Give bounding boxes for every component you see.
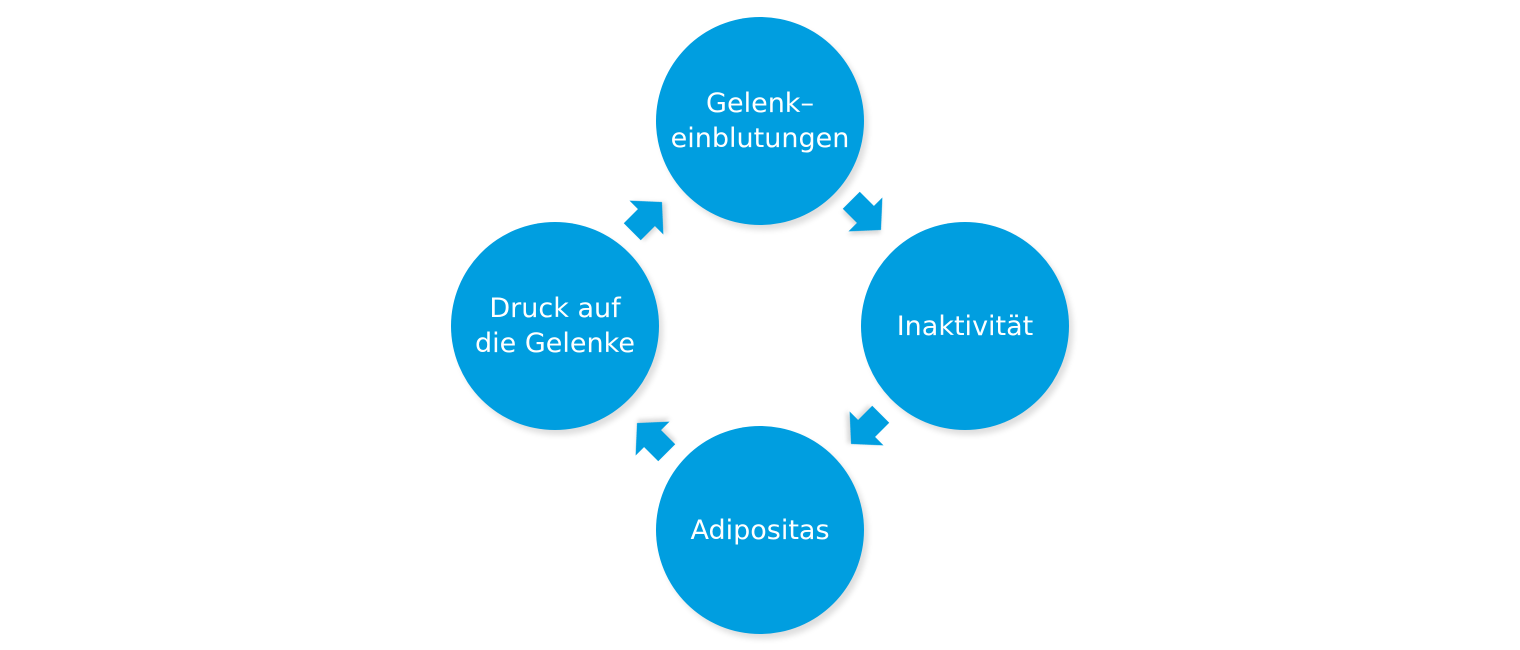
node-label: Adipositas bbox=[690, 514, 830, 546]
node-label: Inaktivität bbox=[896, 310, 1034, 342]
arrow-icon-bottom-to-left bbox=[635, 421, 676, 462]
arrow-icon-right-to-bottom bbox=[849, 405, 890, 446]
arrow-icon-left-to-top bbox=[623, 200, 664, 241]
cycle-node-gelenkeinblutungen: Gelenk– einblutungen bbox=[656, 17, 864, 225]
cycle-node-druck-auf-die-gelenke: Druck auf die Gelenke bbox=[451, 222, 659, 430]
cycle-node-adipositas: Adipositas bbox=[656, 426, 864, 634]
node-label: Gelenk– einblutungen bbox=[670, 88, 850, 154]
arrow-icon-top-to-right bbox=[842, 191, 883, 232]
cycle-node-inaktivitaet: Inaktivität bbox=[861, 222, 1069, 430]
node-label: Druck auf die Gelenke bbox=[475, 293, 635, 359]
